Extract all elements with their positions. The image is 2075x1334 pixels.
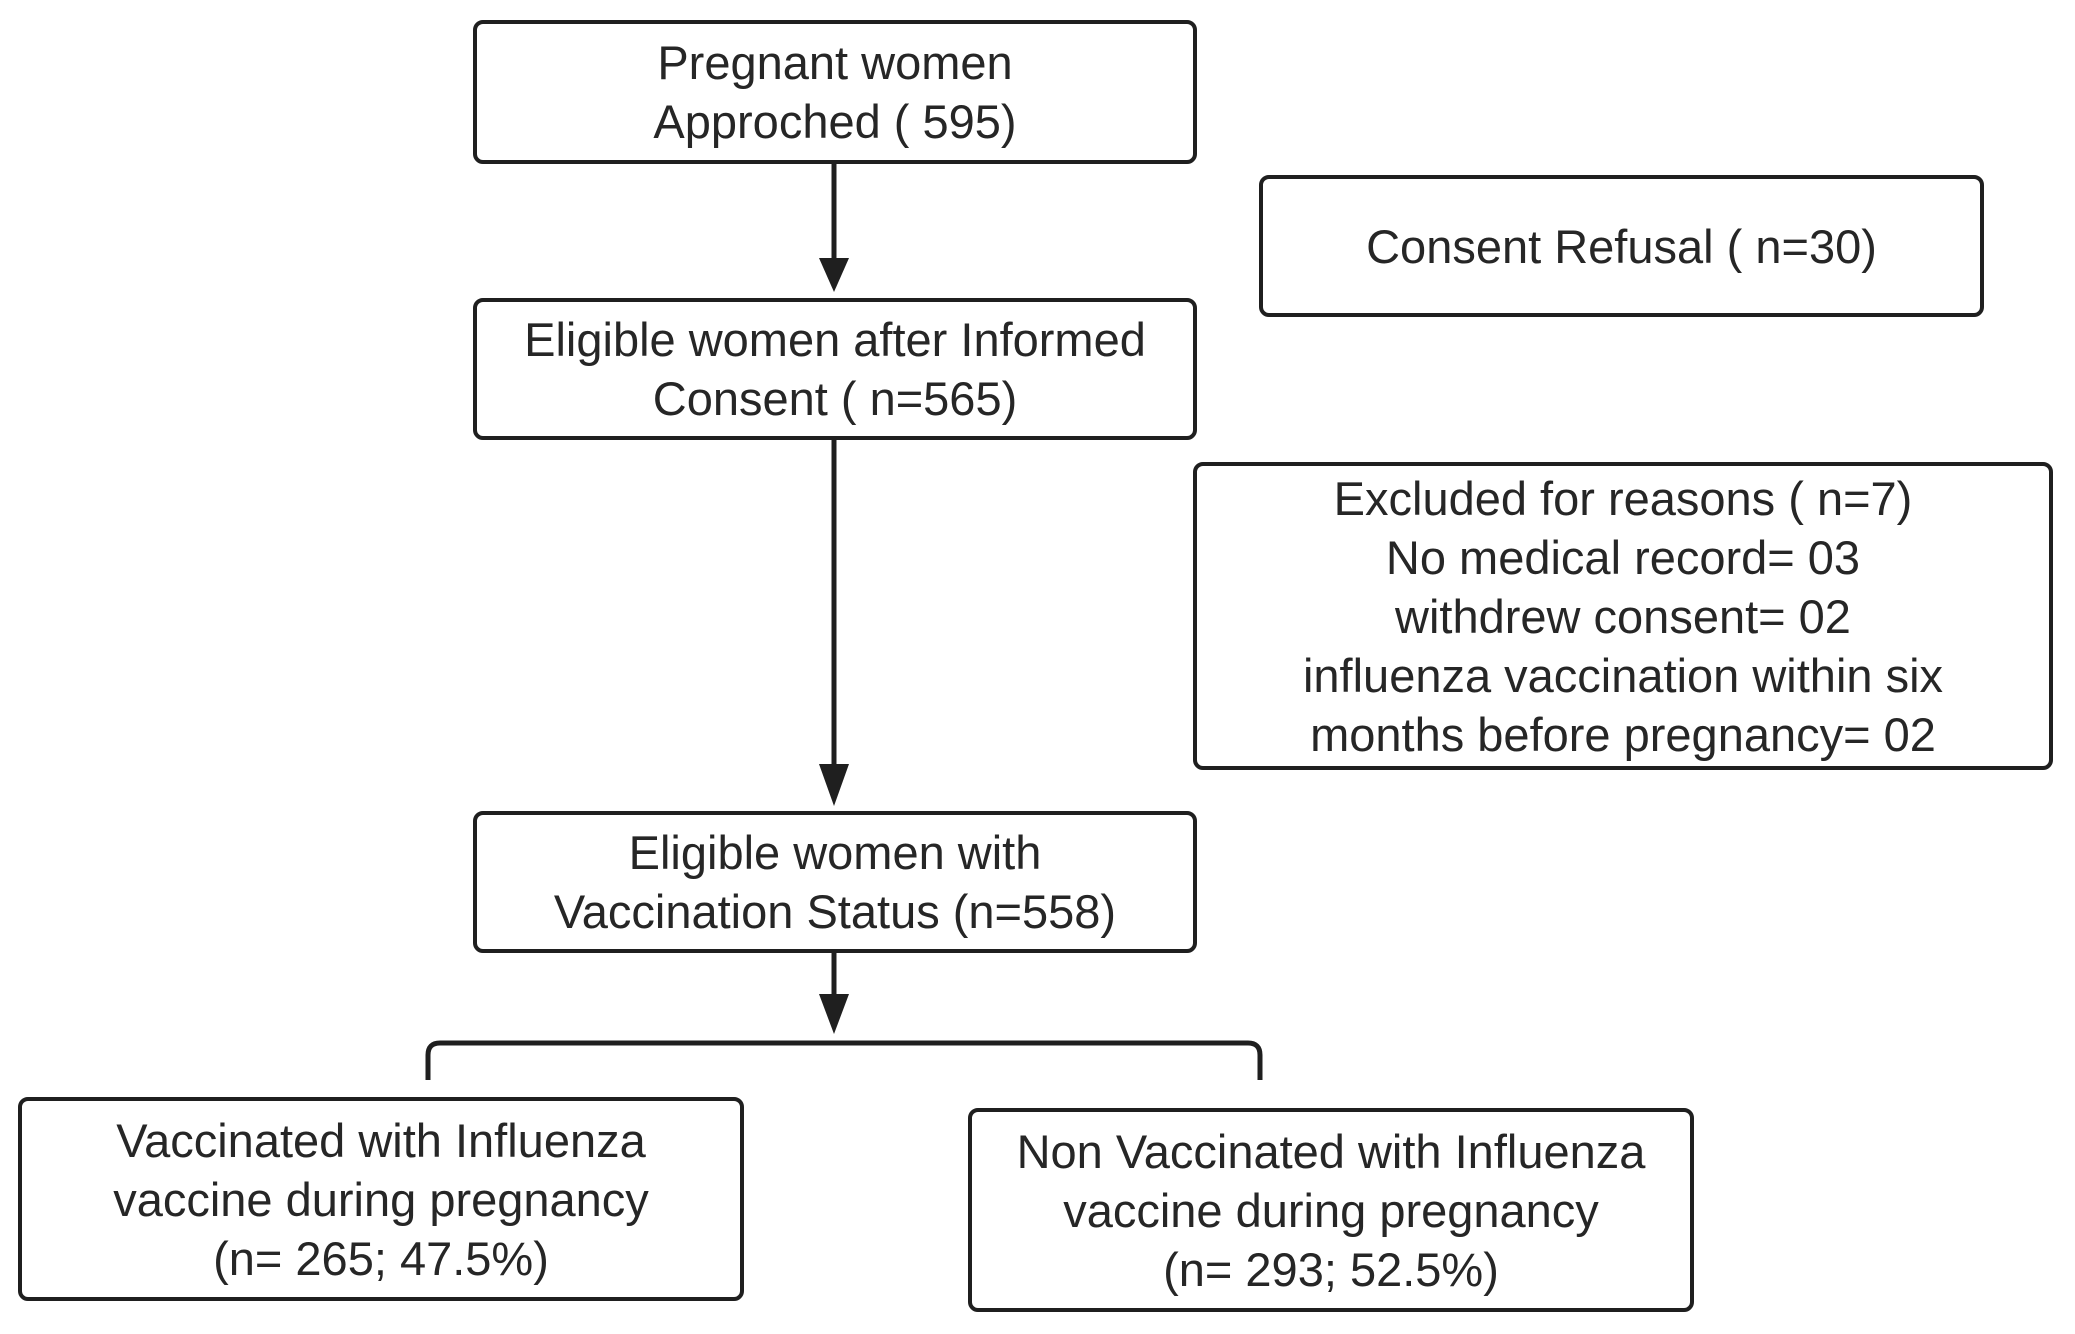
approached-line-2: Approched ( 595): [653, 95, 1017, 148]
excluded-line-3: withdrew consent= 02: [1395, 589, 1851, 643]
excluded-line-2: No medical record= 03: [1385, 530, 1861, 584]
vaccinated-line-2: vaccine during pregnancy: [113, 1172, 649, 1226]
vaccination-status-line-1: Eligible women with: [628, 826, 1042, 879]
approached-box: Pregnant women Approched ( 595): [473, 20, 1197, 164]
non-vaccinated-line-3: (n= 293; 52.5%): [1163, 1242, 1499, 1296]
eligible-consent-line-1: Eligible women after Informed: [524, 313, 1146, 366]
approached-line-1: Pregnant women: [657, 36, 1013, 89]
excluded-box: Excluded for reasons ( n=7) No medical r…: [1193, 462, 2053, 770]
arrowhead-approached-to-eligible: [819, 258, 849, 292]
non-vaccinated-box: Non Vaccinated with Influenza vaccine du…: [968, 1108, 1694, 1312]
eligible-consent-line-2: Consent ( n=565): [652, 372, 1018, 425]
excluded-line-5: months before pregnancy= 02: [1310, 707, 1936, 761]
excluded-line-1: Excluded for reasons ( n=7): [1333, 471, 1913, 525]
consent-refusal-box: Consent Refusal ( n=30): [1259, 175, 1984, 317]
vaccinated-line-3: (n= 265; 47.5%): [213, 1231, 549, 1285]
arrowhead-status-to-split: [819, 994, 849, 1034]
vaccination-status-box: Eligible women with Vaccination Status (…: [473, 811, 1197, 953]
vaccination-status-line-2: Vaccination Status (n=558): [553, 885, 1117, 938]
non-vaccinated-line-1: Non Vaccinated with Influenza: [1016, 1124, 1646, 1178]
vaccinated-line-1: Vaccinated with Influenza: [116, 1113, 646, 1167]
non-vaccinated-line-2: vaccine during pregnancy: [1063, 1183, 1599, 1237]
eligible-consent-box: Eligible women after Informed Consent ( …: [473, 298, 1197, 440]
consent-refusal-line-1: Consent Refusal ( n=30): [1366, 219, 1877, 273]
vaccinated-box: Vaccinated with Influenza vaccine during…: [18, 1097, 744, 1301]
excluded-line-4: influenza vaccination within six: [1302, 648, 1944, 702]
arrowhead-eligible-to-status: [819, 764, 849, 806]
split-bracket: [425, 1040, 1263, 1080]
